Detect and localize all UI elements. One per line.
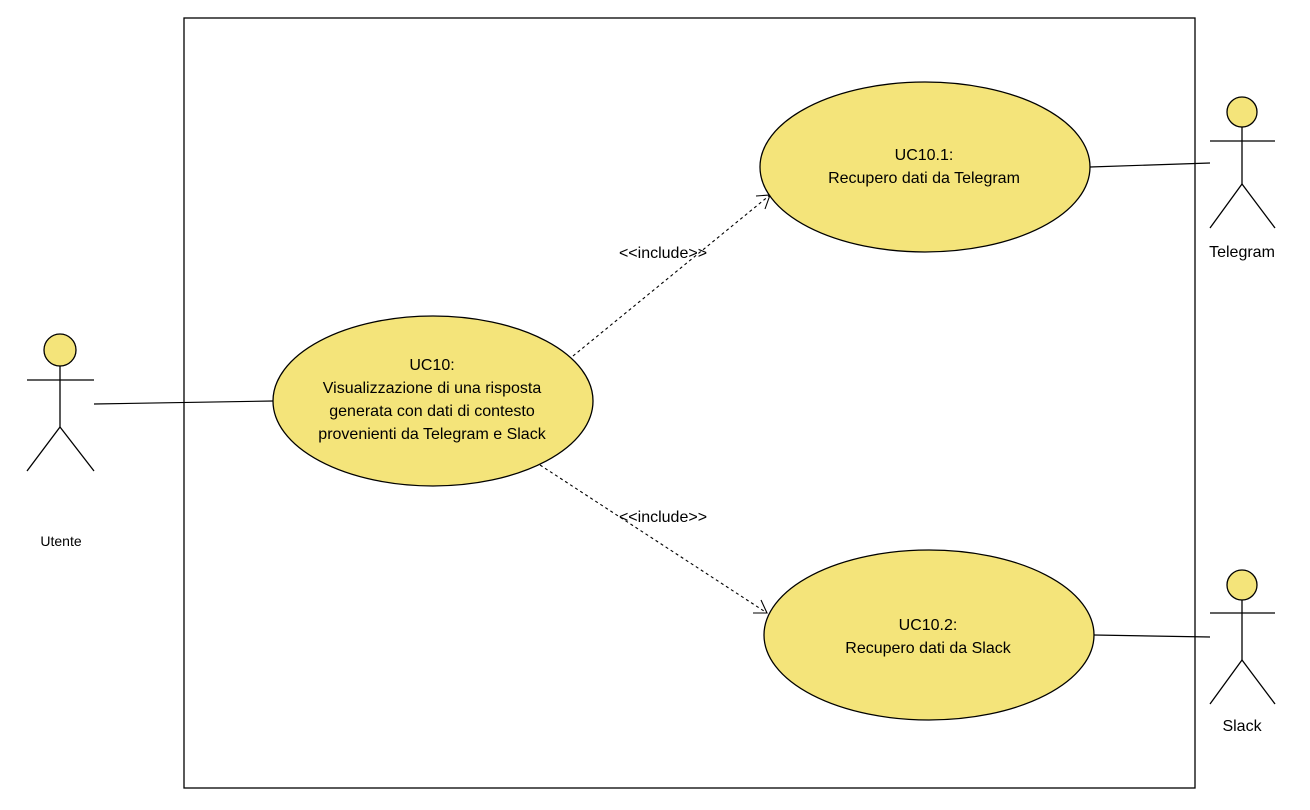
actor-utente-label: Utente xyxy=(40,533,81,549)
actor-utente[interactable]: Utente xyxy=(26,333,95,549)
actor-slack-label: Slack xyxy=(1222,718,1262,735)
include-arrowhead-telegram xyxy=(755,194,771,210)
use-case-uc10-1-ellipse xyxy=(759,81,1091,253)
use-case-uc10-2-line-1: Recupero dati da Slack xyxy=(845,640,1011,657)
use-case-uc10-line-1: Visualizzazione di una risposta xyxy=(323,380,542,397)
include-label-slack: <<include>> xyxy=(619,509,707,526)
actor-utente-body xyxy=(26,366,95,472)
use-case-uc10[interactable]: UC10: Visualizzazione di una risposta ge… xyxy=(272,315,594,487)
include-line-telegram xyxy=(572,194,771,357)
use-case-uc10-2[interactable]: UC10.2: Recupero dati da Slack xyxy=(763,549,1095,721)
actor-telegram-label: Telegram xyxy=(1209,244,1275,261)
use-case-uc10-1-title: UC10.1: xyxy=(895,147,954,164)
actor-telegram-body xyxy=(1209,127,1276,229)
use-case-uc10-1[interactable]: UC10.1: Recupero dati da Telegram xyxy=(759,81,1091,253)
actor-slack-head xyxy=(1226,569,1258,601)
actor-telegram-head xyxy=(1226,96,1258,128)
use-case-uc10-2-ellipse xyxy=(763,549,1095,721)
use-case-uc10-line-3: provenienti da Telegram e Slack xyxy=(318,426,546,443)
use-case-uc10-line-2: generata con dati di contesto xyxy=(329,403,535,420)
association-utente-uc10 xyxy=(93,400,274,405)
association-uc10-2-slack xyxy=(1093,634,1211,638)
use-case-uc10-ellipse xyxy=(272,315,594,487)
actor-telegram[interactable]: Telegram xyxy=(1209,96,1276,261)
use-case-uc10-title: UC10: xyxy=(409,357,454,374)
use-case-uc10-1-line-1: Recupero dati da Telegram xyxy=(828,170,1020,187)
association-uc10-1-telegram xyxy=(1089,162,1211,168)
include-label-telegram: <<include>> xyxy=(619,245,707,262)
include-line-slack xyxy=(539,464,768,614)
actor-slack-body xyxy=(1209,600,1276,705)
actor-utente-head xyxy=(43,333,77,367)
actor-slack[interactable]: Slack xyxy=(1209,569,1276,735)
include-arrowhead-slack xyxy=(753,599,768,614)
use-case-uc10-2-title: UC10.2: xyxy=(899,617,958,634)
